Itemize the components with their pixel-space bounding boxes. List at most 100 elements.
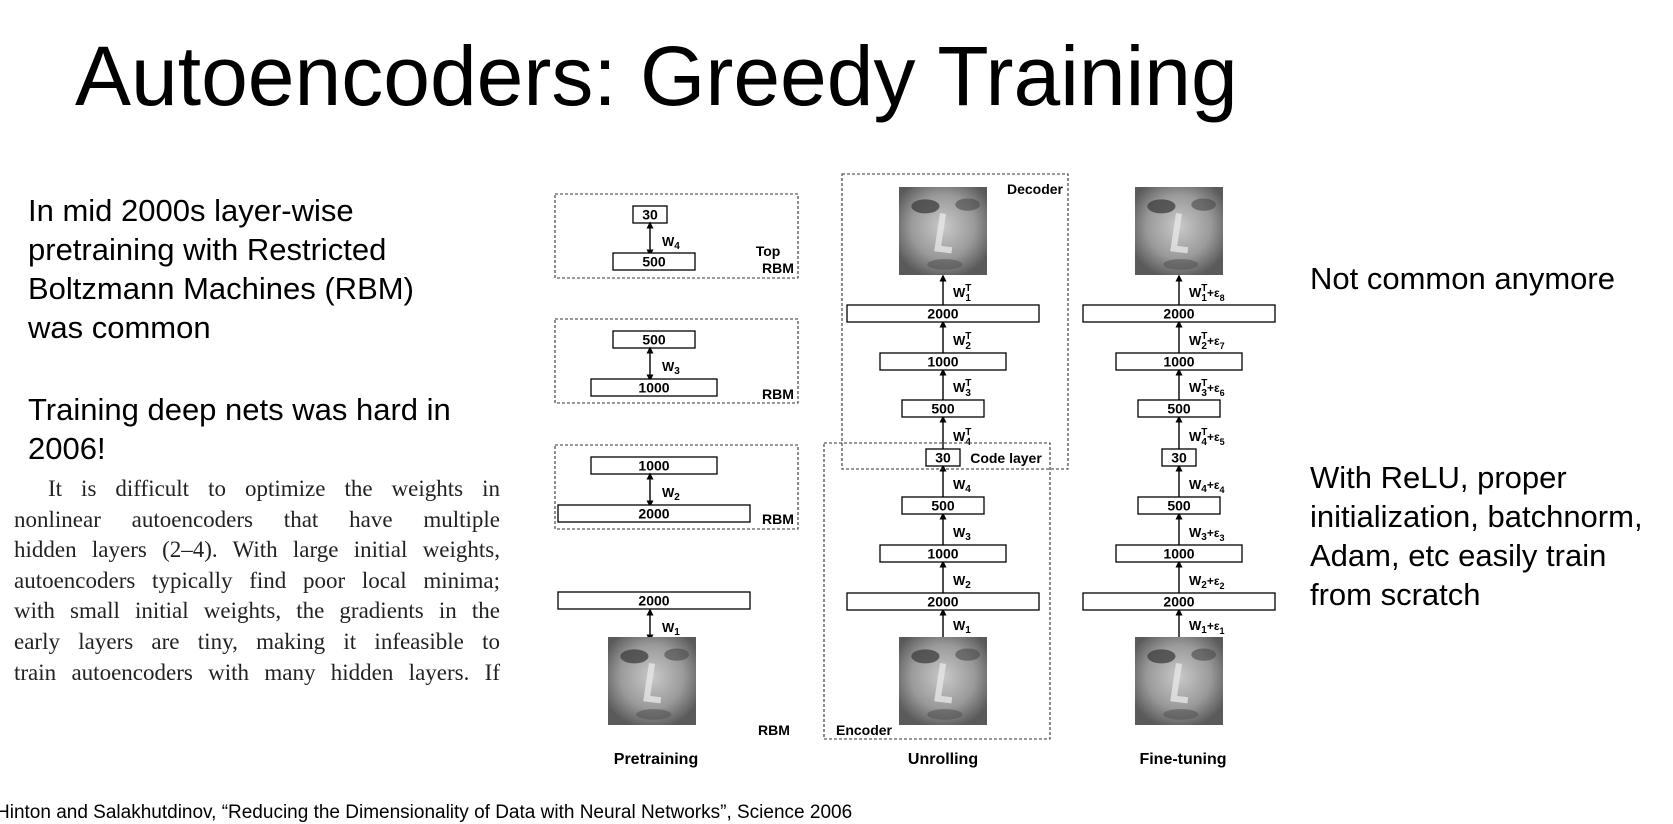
layer-size-label: 2000 [1163,306,1194,322]
right-note-line: from scratch [1310,577,1481,612]
face-eye-shadow [1147,199,1176,214]
layer-box [557,591,751,610]
layer-box [846,592,1040,611]
face-nose-highlight [643,662,662,704]
face-eye-shadow [911,199,940,214]
left-paragraph-line: 2006! [28,431,106,466]
face-eye-shadow [955,648,980,661]
weight-label: W2 [953,573,971,591]
layer-size-label: 500 [931,498,955,514]
face-mouth-shadow [927,259,963,270]
layer-box [1115,544,1243,563]
layer-size-label: 2000 [1163,594,1194,610]
layer-size-label: 1000 [638,380,669,396]
layer-size-label: 500 [1167,401,1191,417]
layer-box [1082,304,1276,323]
top-rbm-label: RBM [762,260,794,276]
face-nose-highlight [1170,212,1189,254]
face-nose-highlight [1170,662,1189,704]
layer-size-label: 1000 [927,354,958,370]
weight-label: W3+ε3 [1189,525,1225,543]
layer-size-label: 500 [931,401,955,417]
weight-label: W1 [662,620,680,638]
rbm-label: RBM [762,386,794,402]
layer-size-label: 2000 [927,306,958,322]
weight-label: W4+ε4 [1189,477,1225,495]
layer-size-label: 1000 [1163,546,1194,562]
weight-label: W4 [953,477,971,495]
left-paragraph-line: Boltzmann Machines (RBM) [28,271,414,306]
face-mouth-shadow [636,709,672,720]
layer-box [901,399,985,418]
caption-finetuning: Fine-tuning [1139,751,1226,768]
layer-size-label: 1000 [638,458,669,474]
layer-box [846,304,1040,323]
encoder-label: Encoder [836,722,893,738]
face-eye-shadow [955,198,980,211]
face-mouth-shadow [927,709,963,720]
face-nose-highlight [934,212,953,254]
layer-box [1082,592,1276,611]
excerpt-line: autoencoders typically find poor local m… [14,567,500,593]
excerpt-line: with small initial weights, the gradient… [14,598,500,624]
layer-box [879,544,1007,563]
right-note-line: Adam, etc easily train [1310,538,1607,573]
layer-box [612,330,696,349]
rbm-group-top [554,193,799,279]
weight-label: W3 [953,525,971,543]
slide-title: Autoencoders: Greedy Training [75,29,1238,123]
right-note-modern-training: With ReLU, proper initialization, batchn… [1310,458,1643,614]
layer-box [901,496,985,515]
layer-size-label: 2000 [638,506,669,522]
layer-size-label: 30 [642,207,658,223]
face-eye-shadow [664,648,689,661]
layer-box [590,456,718,475]
layer-box [1115,352,1243,371]
layer-size-label: 2000 [927,594,958,610]
excerpt-line: early layers are tiny, making it infeasi… [14,628,500,654]
weight-label: W1+ε1 [1189,618,1225,636]
face-eye-shadow [911,649,940,664]
layer-box [1137,399,1221,418]
layer-box [590,378,718,397]
paper-excerpt: It is difficult to optimize the weights … [14,474,500,688]
layer-size-label: 2000 [638,593,669,609]
layer-box [1161,448,1197,467]
layer-size-label: 500 [642,332,666,348]
layer-size-label: 1000 [1163,354,1194,370]
weight-label: W3 [662,359,680,377]
face-eye-shadow [1191,648,1216,661]
right-note-line: With ReLU, proper [1310,460,1567,495]
excerpt-line: train autoencoders with many hidden laye… [14,659,500,685]
excerpt-line: It is difficult to optimize the weights … [48,476,500,501]
left-paragraph-hard: Training deep nets was hard in 2006! [28,390,451,468]
face-mouth-shadow [1163,709,1199,720]
weight-label: W4 [662,234,680,252]
top-rbm-label: Top [756,243,781,259]
weight-label: W1 [953,618,971,636]
layer-box [1137,496,1221,515]
layer-box [612,252,696,271]
face-eye-shadow [620,649,649,664]
left-paragraph-line: was common [28,310,211,345]
excerpt-line: hidden layers (2–4). With large initial … [14,537,500,563]
layer-box [557,504,751,523]
layer-size-label: 500 [642,254,666,270]
left-paragraph-pretraining: In mid 2000s layer-wise pretraining with… [28,191,414,347]
citation: Hinton and Salakhutdinov, “Reducing the … [0,802,853,823]
rbm-label: RBM [762,511,794,527]
layer-box [925,448,961,467]
left-paragraph-line: Training deep nets was hard in [28,392,451,427]
caption-pretraining: Pretraining [614,751,698,768]
weight-label: W2 [662,485,680,503]
decoder-region [841,173,1069,470]
encoder-region [823,442,1051,740]
